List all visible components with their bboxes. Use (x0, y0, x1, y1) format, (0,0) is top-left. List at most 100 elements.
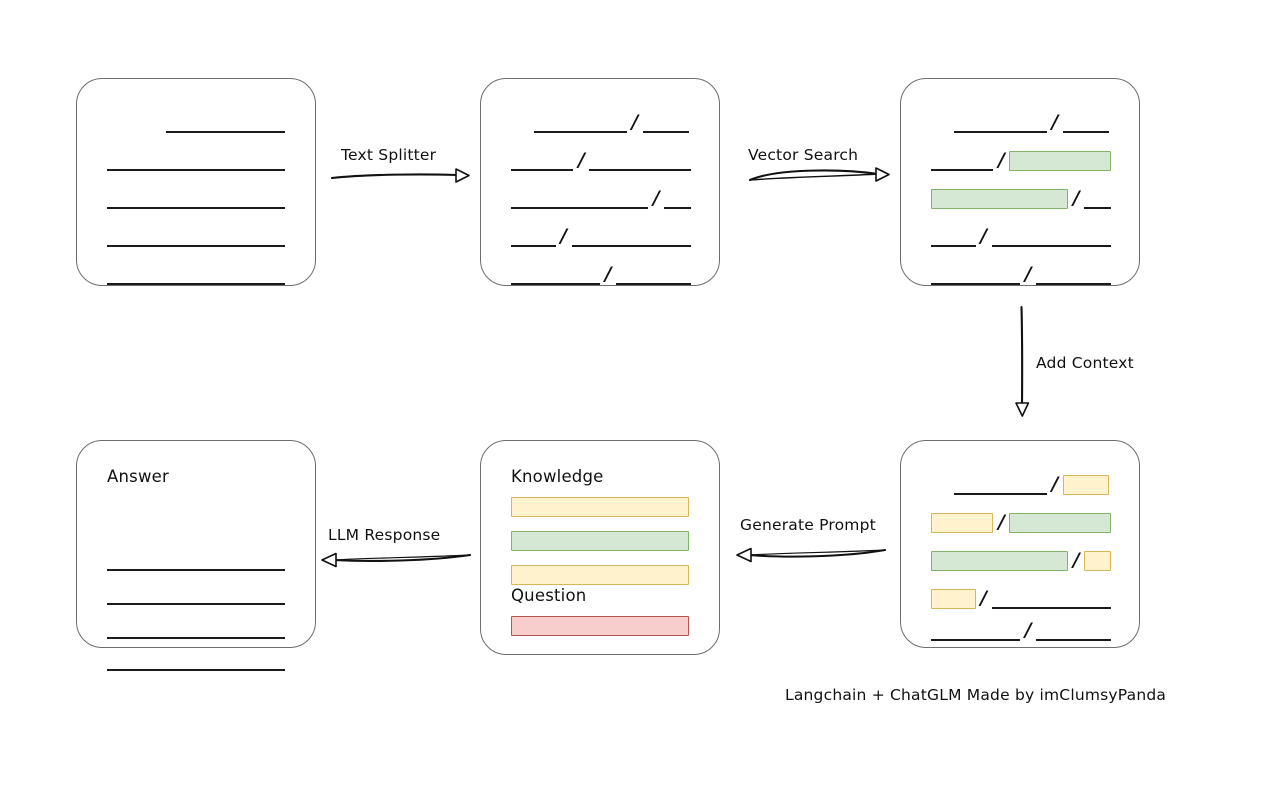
text-line-segment (511, 265, 600, 285)
document-line-row: / (511, 113, 689, 133)
text-line-segment (1036, 265, 1111, 285)
text-line-segment (165, 113, 285, 133)
card-split-chunks[interactable]: / / / / / (480, 78, 720, 286)
chunk-separator-slash: / (604, 263, 612, 285)
knowledge-bar (511, 531, 689, 551)
card-vector-matched-chunks-body: / / / / / (931, 79, 1111, 285)
document-line-row (107, 619, 285, 639)
text-line-segment (1084, 189, 1111, 209)
card-prompt[interactable]: Knowledge Question (480, 440, 720, 655)
document-line-row (107, 151, 285, 171)
prompt-question-label: Question (511, 586, 587, 605)
arrow-label-vector-search: Vector Search (748, 146, 859, 164)
text-line-segment (107, 551, 285, 571)
chunk-separator-slash: / (577, 149, 585, 171)
arrow-text-splitter-icon (330, 168, 470, 183)
document-line-row: / (511, 227, 691, 247)
text-line-segment (642, 113, 689, 133)
line-indent-spacer (931, 475, 954, 495)
document-line-row: / (931, 263, 1111, 285)
text-line-segment (1062, 113, 1109, 133)
document-line-row: / (931, 587, 1111, 609)
knowledge-bar (511, 565, 689, 585)
document-line-row: / (931, 225, 1111, 247)
chunk-separator-slash: / (1072, 549, 1080, 571)
prompt-knowledge-bars (511, 497, 689, 599)
arrow-generate-prompt-icon (736, 547, 887, 563)
card-vector-matched-chunks[interactable]: / / / / / (900, 78, 1140, 286)
chunk-separator-slash: / (631, 111, 639, 133)
chunk-separator-slash: / (1051, 473, 1059, 495)
text-line-segment (954, 475, 1047, 495)
yellow-highlight-block (1062, 475, 1109, 495)
document-line-row (107, 265, 285, 285)
arrow-label-llm-response: LLM Response (328, 526, 441, 544)
document-line-row: / (931, 475, 1109, 495)
text-line-segment (664, 189, 691, 209)
document-line-row: / (931, 113, 1109, 133)
text-line-segment (931, 151, 994, 171)
document-line-row (107, 227, 285, 247)
document-line-row: / (511, 263, 691, 285)
chunk-separator-slash: / (1072, 187, 1080, 209)
text-line-segment (954, 113, 1047, 133)
card-answer[interactable]: Answer (76, 440, 316, 671)
arrow-label-text-splitter: Text Splitter (341, 146, 437, 164)
text-line-segment (511, 227, 556, 247)
prompt-knowledge-label: Knowledge (511, 467, 604, 486)
text-line-segment (107, 189, 285, 209)
text-line-segment (107, 227, 285, 247)
text-line-segment (107, 619, 285, 639)
card-source-document[interactable] (76, 78, 316, 286)
text-line-segment (931, 621, 1020, 641)
document-line-row (107, 551, 285, 571)
card-answer-body (107, 475, 285, 671)
document-line-row (107, 113, 285, 133)
text-line-segment (511, 189, 649, 209)
text-line-segment (589, 151, 691, 171)
chunk-separator-slash: / (997, 511, 1005, 533)
chunk-separator-slash: / (652, 187, 660, 209)
card-context-chunks-body: / / / / / (931, 441, 1111, 647)
text-line-segment (534, 113, 627, 133)
question-bar (511, 616, 689, 636)
document-line-row: / (931, 511, 1111, 533)
arrow-vector-search-icon (748, 167, 890, 182)
yellow-highlight-block (931, 589, 976, 609)
document-line-row (107, 651, 285, 671)
chunk-separator-slash: / (1051, 111, 1059, 133)
line-indent-spacer (511, 113, 534, 133)
arrow-llm-response-icon (321, 552, 472, 568)
green-highlight-block (931, 189, 1069, 209)
chunk-separator-slash: / (1024, 619, 1032, 641)
text-line-segment (107, 151, 285, 171)
chunk-separator-slash: / (980, 225, 987, 247)
card-split-chunks-body: / / / / / (511, 79, 691, 285)
text-line-segment (571, 227, 691, 247)
prompt-question-bars (511, 616, 689, 650)
card-context-chunks[interactable]: / / / / / (900, 440, 1140, 648)
chunk-separator-slash: / (997, 149, 1005, 171)
green-highlight-block (1009, 513, 1111, 533)
text-line-segment (616, 265, 691, 285)
text-line-segment (511, 151, 574, 171)
arrow-label-generate-prompt: Generate Prompt (740, 516, 876, 534)
text-line-segment (107, 651, 285, 671)
chunk-separator-slash: / (1024, 263, 1032, 285)
text-line-segment (991, 227, 1111, 247)
line-indent-spacer (107, 113, 166, 133)
document-line-row: / (511, 187, 691, 209)
chunk-separator-slash: / (980, 587, 987, 609)
arrow-label-add-context: Add Context (1036, 354, 1134, 372)
knowledge-bar (511, 497, 689, 517)
green-highlight-block (931, 551, 1069, 571)
yellow-highlight-block (931, 513, 994, 533)
document-line-row: / (931, 187, 1111, 209)
text-line-segment (991, 589, 1111, 609)
document-line-row (107, 189, 285, 209)
card-answer-title: Answer (107, 467, 169, 486)
text-line-segment (931, 227, 976, 247)
document-line-row: / (931, 149, 1111, 171)
text-line-segment (931, 265, 1020, 285)
